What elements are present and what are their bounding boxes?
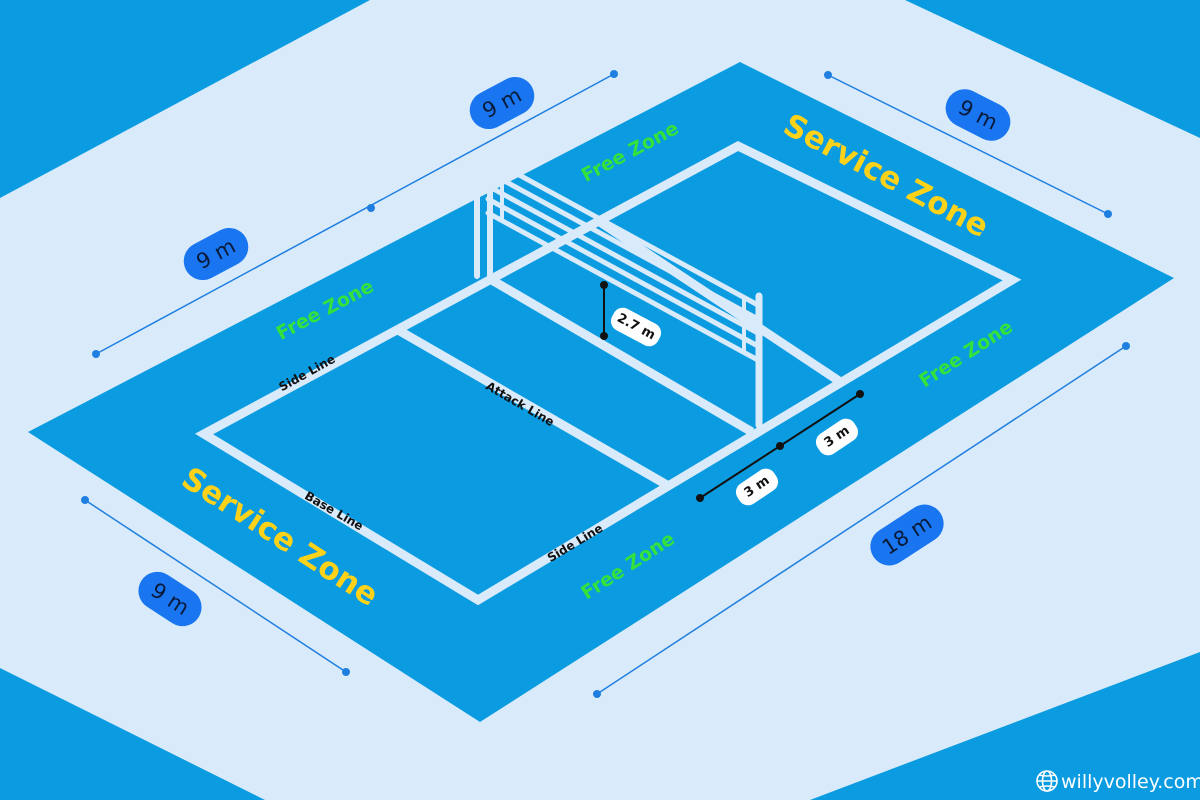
dim-line-bottom-left xyxy=(84,499,347,673)
dimension-lines xyxy=(81,70,1130,698)
attack-zone-dimension xyxy=(696,390,864,502)
net-post-left xyxy=(474,134,493,279)
court-boundary xyxy=(194,140,1022,606)
net-band-5 xyxy=(485,210,759,362)
dim-line-bottom-right xyxy=(596,345,1127,695)
brand-label[interactable]: willyvolley.com xyxy=(1061,771,1200,793)
net-band-4 xyxy=(485,196,759,348)
center-line xyxy=(487,275,755,436)
dim-line-top-right xyxy=(827,74,1109,215)
attack-line-near xyxy=(395,326,670,489)
net-band-1 xyxy=(485,155,759,307)
dim-9m-top-right-pill: 9 m xyxy=(945,89,1011,141)
attack-line-far xyxy=(597,218,845,387)
net-height-marker xyxy=(600,281,608,340)
court-lines xyxy=(194,140,1022,606)
globe-icon xyxy=(1036,770,1058,792)
playing-area xyxy=(28,62,1174,722)
net-band-3 xyxy=(485,183,759,335)
dim-line-top-left xyxy=(95,73,615,355)
net-band-2 xyxy=(485,169,759,321)
net xyxy=(474,134,763,429)
